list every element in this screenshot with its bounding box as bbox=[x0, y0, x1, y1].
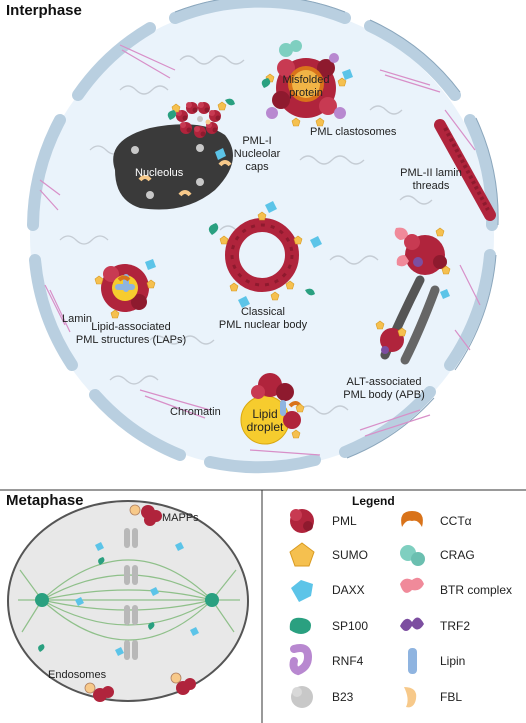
legend-label-btr: BTR complex bbox=[440, 583, 513, 597]
metaphase-cell bbox=[7, 500, 249, 702]
legend-icon-btr bbox=[400, 577, 424, 593]
legend-label-fbl: FBL bbox=[440, 690, 463, 704]
endosomes-label: Endosomes bbox=[48, 669, 107, 681]
chromosomes bbox=[124, 528, 138, 660]
legend-label-crag: CRAG bbox=[440, 548, 475, 562]
daxx-scatter bbox=[75, 542, 199, 656]
lamin-label: Lamin bbox=[62, 313, 92, 325]
interphase-title: Interphase bbox=[6, 2, 82, 19]
legend-icon-sp100 bbox=[289, 617, 311, 634]
legend-icon-b23 bbox=[291, 686, 313, 708]
legend-title: Legend bbox=[352, 494, 395, 508]
misfolded-protein-label: Misfolded protein bbox=[282, 74, 330, 99]
lipid-associated-pml-structure bbox=[94, 259, 156, 319]
daxx-marker bbox=[215, 148, 226, 160]
lamin-threads-label: PML-II lamin threads bbox=[400, 167, 462, 192]
apb-label: ALT-associated PML body (APB) bbox=[343, 376, 425, 401]
metaphase-title: Metaphase bbox=[6, 492, 84, 509]
legend-icon-rnf4 bbox=[289, 644, 313, 676]
legend-icon-daxx bbox=[291, 580, 313, 602]
legend-icon-lipin bbox=[408, 648, 417, 674]
lipid-droplet-pml bbox=[240, 373, 305, 445]
legend-label-cctalpha: CCTα bbox=[440, 514, 472, 528]
legend-label-lipin: Lipin bbox=[440, 654, 466, 668]
legend-label-pml: PML bbox=[332, 514, 357, 528]
lamina-outline bbox=[174, 0, 499, 459]
nucleolus bbox=[113, 124, 233, 210]
legend-label-trf2: TRF2 bbox=[440, 619, 470, 633]
legend-label-b23: B23 bbox=[332, 690, 354, 704]
lipid-droplet-label: Lipid droplet bbox=[246, 407, 284, 434]
nucleolar-caps-label: PML-I Nucleolar caps bbox=[233, 135, 281, 173]
interphase-nucleus bbox=[27, 0, 499, 474]
pml-clastosome bbox=[261, 40, 353, 127]
legend-label-sp100: SP100 bbox=[332, 619, 369, 633]
legend-label-sumo: SUMO bbox=[332, 548, 368, 562]
nucleolus-label: Nucleolus bbox=[135, 167, 184, 179]
alt-associated-pml-body bbox=[375, 227, 451, 365]
mapps bbox=[93, 505, 196, 702]
legend-icon-pml bbox=[290, 509, 314, 533]
laps-label: Lipid-associated PML structures (LAPs) bbox=[75, 321, 187, 346]
pml-lamin-threads bbox=[434, 119, 496, 221]
lamin-filaments bbox=[39, 44, 481, 456]
legend-icon-trf2 bbox=[400, 617, 424, 631]
legend-icon-crag bbox=[400, 545, 425, 566]
pml-clastosomes-label: PML clastosomes bbox=[310, 126, 397, 138]
legend-label-rnf4: RNF4 bbox=[332, 654, 364, 668]
pml-nucleolar-cap bbox=[167, 98, 235, 138]
chromatin-label: Chromatin bbox=[170, 406, 221, 418]
legend-icon-fbl bbox=[404, 687, 417, 708]
legend-icons bbox=[289, 509, 425, 708]
legend-icon-cctalpha bbox=[401, 511, 423, 527]
classical-body-label: Classical PML nuclear body bbox=[218, 306, 308, 331]
legend-label-daxx: DAXX bbox=[332, 583, 365, 597]
mapps-label: MAPPs bbox=[162, 512, 199, 524]
chromatin-fibers bbox=[59, 55, 433, 415]
legend-icon-sumo bbox=[289, 542, 315, 567]
classical-pml-body bbox=[208, 201, 322, 308]
sp100-scatter bbox=[38, 557, 155, 652]
endosomes bbox=[84, 504, 182, 694]
